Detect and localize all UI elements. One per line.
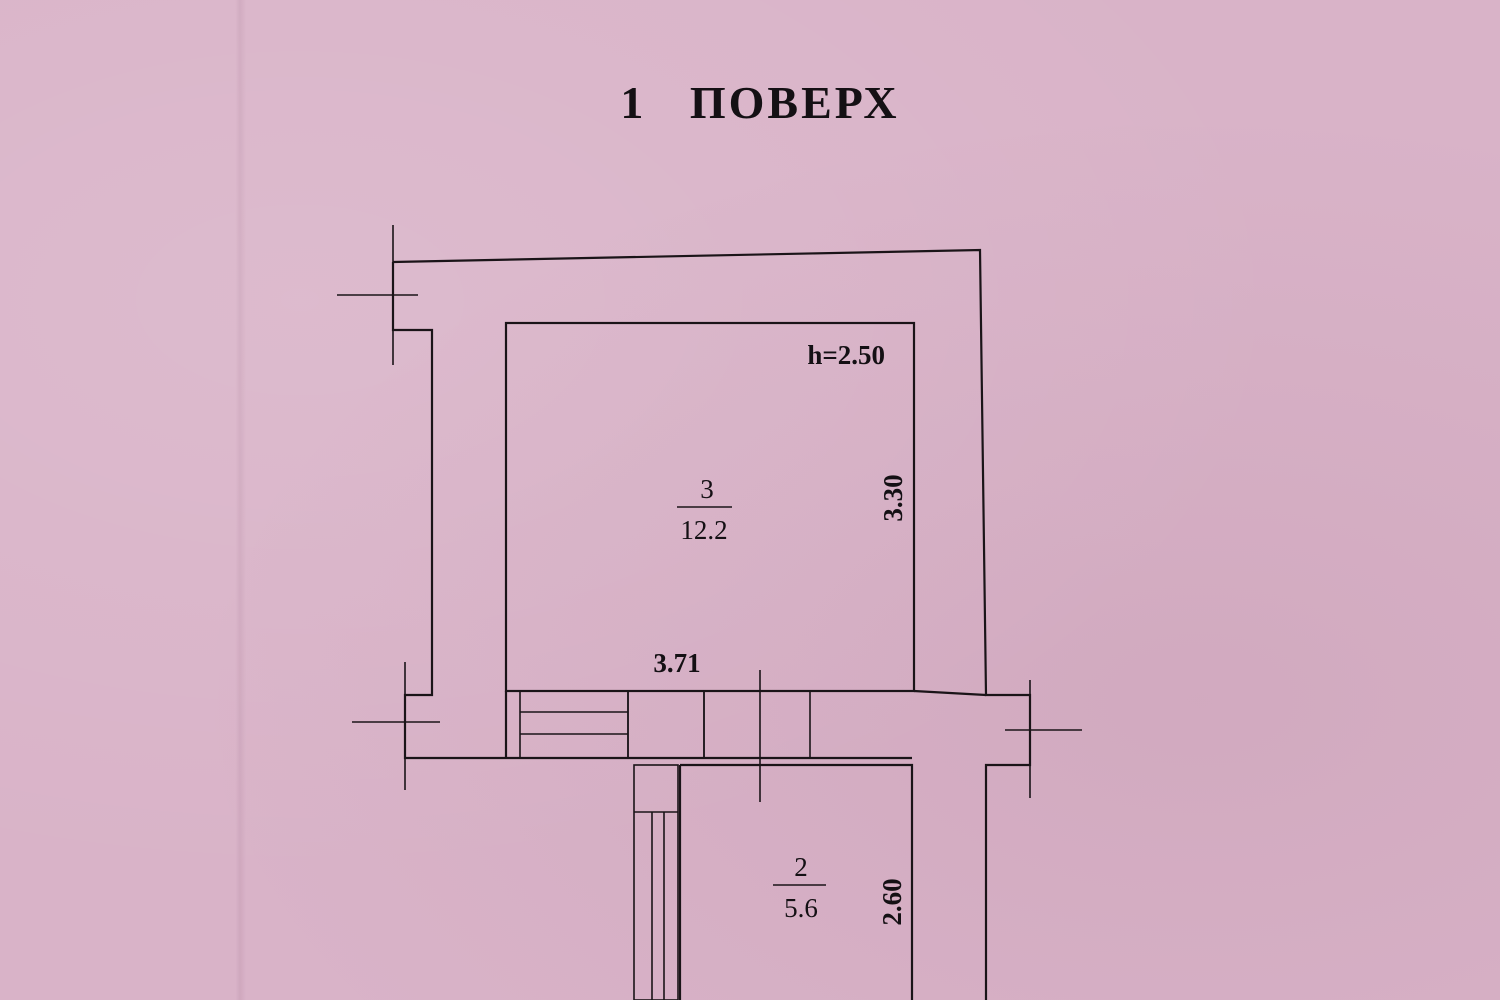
room-2-area: 5.6	[784, 893, 818, 923]
floor-title: 1 ПОВЕРХ	[620, 77, 899, 128]
room-3-area: 12.2	[680, 515, 727, 545]
room-2-length-label: 2.60	[877, 878, 907, 925]
room-3-number: 3	[700, 474, 714, 504]
room-3-length-label: 3.30	[878, 474, 908, 521]
room-3-label: 3 12.2	[677, 474, 732, 545]
ceiling-height-label: h=2.50	[807, 340, 885, 370]
corridor-partitions	[519, 690, 811, 1000]
exterior-walls	[391, 248, 1032, 1000]
room-2-label: 2 5.6	[773, 852, 826, 923]
room-3-width-label: 3.71	[653, 648, 700, 678]
room-2-number: 2	[794, 852, 808, 882]
axis-markers	[337, 225, 1082, 802]
room-2-outline	[680, 763, 914, 1000]
